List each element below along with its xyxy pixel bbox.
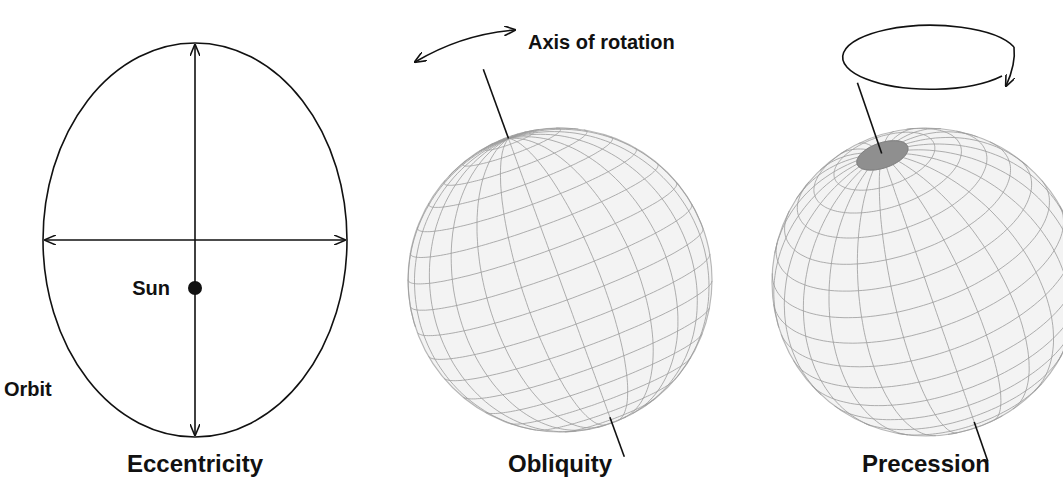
grid-line (794, 262, 1063, 388)
grid-line (509, 132, 527, 139)
grid-line (408, 139, 508, 327)
grid-line (882, 153, 1063, 361)
caption-label: Precession (862, 450, 990, 478)
precession-arrow (1006, 47, 1014, 86)
globe-body (772, 128, 1063, 436)
grid-line (882, 153, 976, 427)
grid-line (477, 139, 599, 428)
grid-line (882, 144, 1063, 232)
axis-arrow (194, 240, 196, 435)
rotation-axis (610, 417, 624, 457)
axis-arrow (45, 239, 195, 241)
grid-line (774, 153, 882, 327)
grid-line (882, 153, 1029, 409)
grid-line (882, 153, 1001, 420)
precession-loop (843, 25, 1014, 89)
grid-line (774, 206, 1063, 344)
grid-line (415, 139, 537, 431)
sun-label: Sun (132, 277, 170, 300)
orbit-ellipse (43, 43, 347, 437)
grid-line (509, 134, 698, 406)
grid-line (509, 128, 579, 139)
rotation-axis (857, 83, 881, 154)
grid-line (857, 141, 908, 170)
axis-arrow (194, 45, 196, 240)
axis-arrow (195, 239, 345, 241)
globe (408, 69, 712, 457)
tilt-arrow (415, 30, 515, 62)
grid-line (803, 153, 881, 425)
grid-line (882, 150, 1063, 306)
grid-line (410, 204, 692, 310)
caption-label: Eccentricity (127, 450, 263, 478)
grid-line (509, 130, 540, 139)
grid-line (509, 137, 678, 414)
caption-label: Obliquity (508, 450, 612, 478)
grid-line (429, 254, 710, 359)
grid-line (509, 138, 654, 418)
grid-line (509, 132, 710, 380)
grid-line (784, 153, 881, 394)
grid-line (509, 134, 519, 139)
orbit-label: Orbit (4, 378, 52, 401)
polar-cap (857, 141, 908, 170)
grid-line (772, 181, 1049, 318)
grid-line (776, 160, 1032, 291)
grid-line (864, 355, 1061, 429)
grid-line (509, 129, 703, 228)
globe (772, 83, 1063, 462)
grid-line (509, 139, 628, 421)
sun-dot (188, 281, 202, 295)
grid-line (879, 153, 957, 433)
grid-line (834, 132, 935, 190)
grid-line (882, 153, 1054, 391)
grid-line (509, 135, 514, 138)
rotation-axis (483, 69, 508, 138)
grid-line (429, 139, 576, 432)
grid-line (829, 153, 908, 435)
globe-body (408, 128, 712, 432)
grid-line (500, 139, 605, 426)
axis-label: Axis of rotation (528, 31, 675, 54)
